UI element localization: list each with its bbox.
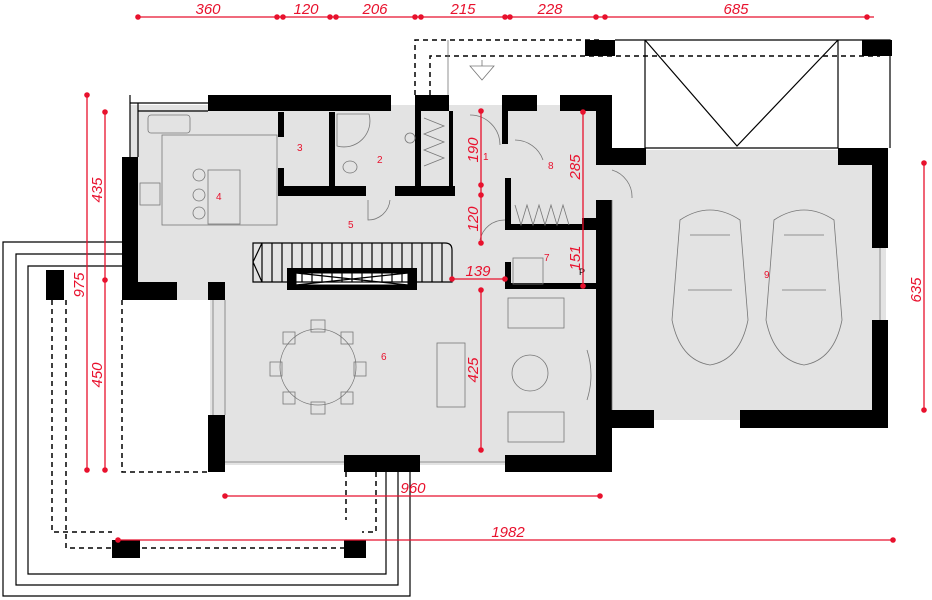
dim-living-depth: 425 (465, 357, 482, 383)
dim-top-4: 215 (449, 1, 476, 18)
dim-right: 635 (908, 277, 925, 303)
room-number: 6 (381, 352, 387, 363)
dim-left-upper: 435 (89, 177, 106, 203)
dim-bottom-total: 1982 (491, 524, 525, 541)
fixtures (139, 113, 881, 463)
entrance-canopy (414, 39, 892, 149)
room-number: 2 (377, 155, 383, 166)
room-labels: 1 2 3 4 5 6 7 8 9 P (216, 143, 770, 363)
room-number: 1 (483, 152, 489, 163)
dim-room7-depth: 151 (567, 245, 584, 270)
room-number: 9 (764, 270, 770, 281)
room-number: 5 (348, 220, 354, 231)
dim-top-2: 120 (293, 1, 319, 18)
dim-room8-depth: 285 (567, 154, 584, 181)
dim-top-3: 206 (361, 1, 388, 18)
dim-left-total: 975 (71, 272, 88, 298)
room-number: 8 (548, 161, 554, 172)
room-number: 7 (544, 253, 550, 264)
dim-top-6: 685 (723, 1, 749, 18)
dim-top-5: 228 (536, 1, 563, 18)
room-number: 4 (216, 192, 222, 203)
boiler-label: P (579, 267, 585, 277)
dim-bottom-inner: 960 (400, 480, 426, 497)
dim-room7-width: 139 (465, 263, 491, 280)
terrace-outline (2, 241, 411, 597)
dim-hall-lower: 120 (465, 206, 482, 232)
room-number: 3 (297, 143, 303, 154)
dim-top-1: 360 (195, 1, 221, 18)
dimension-lines: 360 120 206 215 228 685 975 435 450 635 … (71, 1, 927, 543)
dim-hall-upper: 190 (465, 137, 482, 163)
dim-left-lower: 450 (89, 362, 106, 388)
